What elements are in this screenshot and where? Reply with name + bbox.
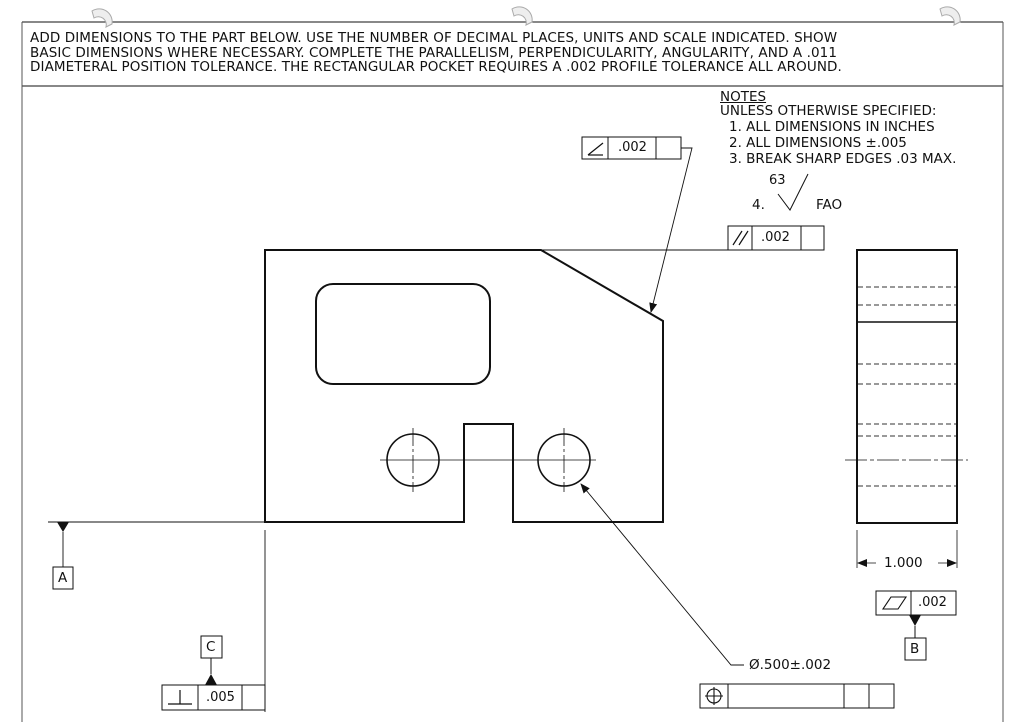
rectangular-pocket [315,283,491,385]
hole-dimension: Ø.500±.002 [749,657,832,673]
binder-hole-center [511,6,533,26]
perpendicularity-value: .005 [206,690,235,705]
flatness-icon [881,596,908,610]
datum-a-label: A [58,570,68,586]
datum-c-triangle [205,674,217,685]
datum-c-box [200,635,223,659]
parallelism-value: .002 [761,230,790,245]
notes-header: NOTES [720,89,767,105]
datum-c-label: C [206,639,216,655]
binder-hole-right [939,6,961,26]
binder-hole-left [91,8,113,28]
part-outline-front-view [264,249,664,523]
datum-a [48,521,265,590]
surface-finish-symbol [777,173,809,211]
position-frame [699,683,895,709]
parallelism-icon [732,230,749,246]
instruction-line-3: DIAMETERAL POSITION TOLERANCE. THE RECTA… [30,59,842,75]
datum-b-triangle [909,615,921,626]
note-item-2: 2. ALL DIMENSIONS ±.005 [729,135,907,151]
note-item-1: 1. ALL DIMENSIONS IN INCHES [729,119,935,135]
width-dimension-value: 1.000 [884,555,923,571]
angularity-leader [649,147,693,313]
width-dimension [856,530,958,568]
instruction-line-1: ADD DIMENSIONS TO THE PART BELOW. USE TH… [30,30,838,46]
flatness-frame [875,590,957,661]
hole-centerlines [380,428,596,492]
notes-block: NOTES UNLESS OTHERWISE SPECIFIED: 1. ALL… [720,89,956,167]
angularity-icon [587,142,604,156]
parallelism-frame [541,225,825,251]
datum-b-box [904,637,927,661]
surface-finish-label: FAO [816,197,843,213]
part-outline-side-view [856,249,958,524]
angularity-value: .002 [618,140,647,155]
perpendicularity-icon [168,690,192,705]
instructions: ADD DIMENSIONS TO THE PART BELOW. USE TH… [30,31,990,75]
instruction-line-2: BASIC DIMENSIONS WHERE NECESSARY. COMPLE… [30,44,838,61]
notes-intro: UNLESS OTHERWISE SPECIFIED: [720,103,937,119]
note-item-4-number: 4. [752,197,765,213]
flatness-value: .002 [918,595,947,610]
hole-callout-leader [580,483,744,666]
note-item-3: 3. BREAK SHARP EDGES .03 MAX. [729,151,957,167]
perpendicularity-frame [161,530,266,712]
datum-b-label: B [910,641,920,657]
position-icon [705,687,723,705]
surface-finish-value: 63 [769,173,786,188]
side-view-hidden-lines [858,286,956,487]
